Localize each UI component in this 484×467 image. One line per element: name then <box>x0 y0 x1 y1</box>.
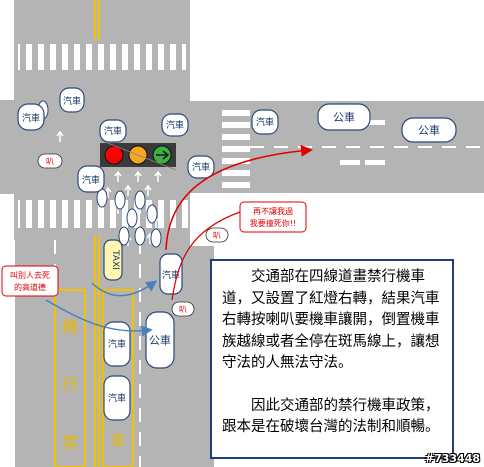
bus-lane-left-markings: 機 行 禁 <box>62 317 78 452</box>
bus: 公車 <box>401 117 457 143</box>
crosswalk-top-stripes <box>18 44 186 70</box>
right-callout-line2: 我要撞死你!! <box>250 218 296 228</box>
sidewalk-block <box>190 0 484 100</box>
horn-text: 叭 <box>46 157 54 166</box>
car: 汽車 <box>77 165 105 193</box>
blue-arrow-1 <box>91 280 158 297</box>
left-callout-line2: 的高道德 <box>14 282 46 292</box>
car-label: 汽車 <box>256 116 274 128</box>
marking-right-2: 車 <box>111 433 125 450</box>
car-label: 汽車 <box>108 392 126 404</box>
cars: 汽車 汽車 汽車 汽車 汽車 汽車 汽車 汽車 <box>17 87 279 421</box>
right-callout-line1: 再不讓我過 <box>253 206 293 216</box>
car-label: 汽車 <box>162 269 180 281</box>
watermark: #733448 <box>424 452 480 465</box>
red-turn-arrow-2 <box>171 211 241 301</box>
car: 汽車 <box>187 155 215 179</box>
red-turn-arrow-1 <box>165 144 313 251</box>
blue-arrow-2 <box>45 299 153 337</box>
car-label: 汽車 <box>22 112 40 124</box>
horn-text: 叭 <box>179 305 187 314</box>
taxi: TAXI <box>103 239 123 281</box>
car: 汽車 <box>99 119 127 143</box>
bus-label: 公車 <box>418 123 440 137</box>
car: 汽車 <box>17 103 45 131</box>
marking-left-2: 行 <box>62 375 78 394</box>
explanation-textbox: 交通部在四線道畫禁行機車道，又設置了紅燈右轉，結果汽車右轉按喇叭要機車讓開，倒置… <box>210 259 454 459</box>
car-label: 汽車 <box>82 174 100 186</box>
taxi-label: TAXI <box>110 249 120 270</box>
car: 汽車 <box>103 321 131 367</box>
horn-text: 叭 <box>213 231 221 240</box>
bus: 公車 <box>317 103 371 131</box>
car-label: 汽車 <box>104 125 122 137</box>
car: 汽車 <box>161 113 189 137</box>
crosswalk-right-stripes <box>222 104 250 190</box>
left-callout-line1: 叫別人去死 <box>10 270 50 280</box>
car: 汽車 <box>59 87 85 113</box>
car: 汽車 <box>103 375 131 421</box>
right-callout: 再不讓我過 我要撞死你!! <box>239 201 307 233</box>
car: 汽車 <box>251 109 279 135</box>
car-label: 汽車 <box>166 119 184 131</box>
left-callout: 叫別人去死 的高道德 <box>1 265 59 297</box>
car-label: 汽車 <box>63 95 81 107</box>
traffic-light <box>99 139 177 171</box>
buses: 公車 公車 公車 <box>145 103 457 369</box>
marking-left-1: 機 <box>62 317 78 336</box>
horn-bubble: 叭 <box>37 153 63 169</box>
bus-lane-left-box <box>54 289 86 467</box>
car: 汽車 <box>159 253 183 295</box>
horn-bubbles: 叭 叭 叭 <box>37 153 229 317</box>
car-label: 汽車 <box>108 338 126 350</box>
horn-bubble: 叭 <box>171 301 195 317</box>
marking-left-3: 禁 <box>62 433 78 452</box>
bus-label: 公車 <box>333 110 355 124</box>
red-light <box>104 145 124 165</box>
textbox-paragraph-1: 交通部在四線道畫禁行機車道，又設置了紅燈右轉，結果汽車右轉按喇叭要機車讓開，倒置… <box>222 269 440 371</box>
bus-lane-right-box <box>102 289 134 467</box>
yellow-center-line <box>94 0 100 467</box>
textbox-paragraph-2: 因此交通部的禁行機車政策，跟本是在破壞台灣的法制和順暢。 <box>222 397 440 436</box>
horn-bubble: 叭 <box>205 227 229 243</box>
car-label: 汽車 <box>192 161 210 173</box>
bus-label: 公車 <box>149 333 171 347</box>
bus: 公車 <box>145 311 175 369</box>
